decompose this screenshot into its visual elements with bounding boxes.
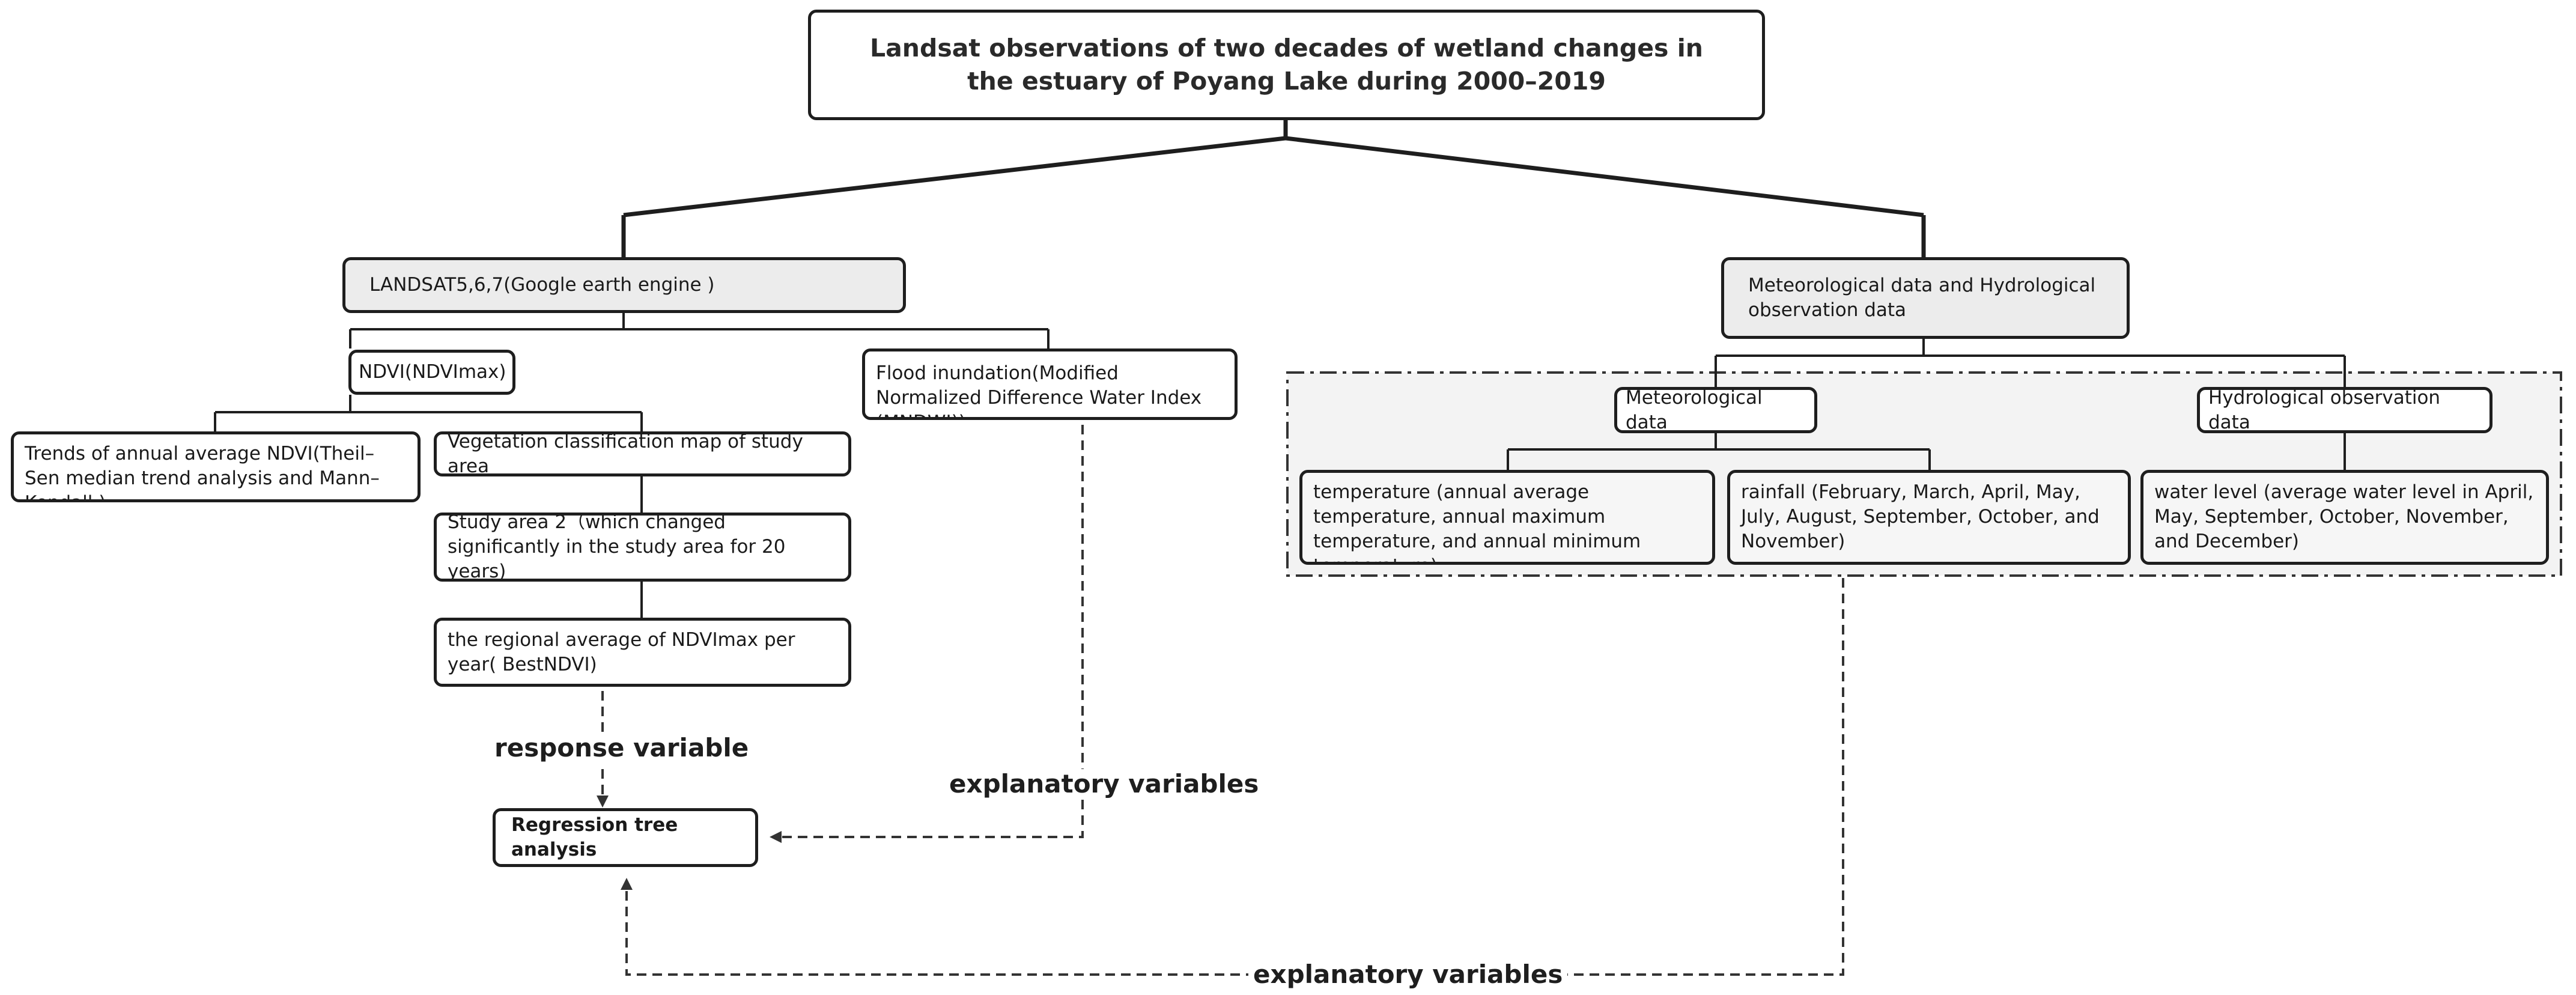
node-met-hydro: Meteorological data and Hydrological obs… bbox=[1721, 257, 2130, 339]
node-trends: Trends of annual average NDVI(Theil–Sen … bbox=[11, 431, 421, 502]
node-meteorological: Meteorological data bbox=[1614, 387, 1817, 433]
title-split-connector bbox=[621, 120, 1926, 257]
node-landsat: LANDSAT5,6,7(Google earth engine ) bbox=[342, 257, 906, 313]
diagram-title-text: Landsat observations of two decades of w… bbox=[870, 34, 1703, 96]
node-rainfall: rainfall (February, March, April, May, J… bbox=[1727, 470, 2131, 565]
node-regression-tree: Regression tree analysis bbox=[493, 808, 758, 867]
data-explanatory-arrow bbox=[621, 578, 1844, 976]
node-study-area: Study area 2（which changed significantly… bbox=[434, 513, 851, 582]
node-met-hydro-text: Meteorological data and Hydrological obs… bbox=[1748, 275, 2096, 321]
node-vegetation-map: Vegetation classification map of study a… bbox=[434, 431, 851, 476]
node-landsat-text: LANDSAT5,6,7(Google earth engine ) bbox=[369, 274, 715, 296]
node-meteorological-text: Meteorological data bbox=[1626, 387, 1763, 433]
node-regional-average: the regional average of NDVImax per year… bbox=[434, 618, 851, 687]
node-flood-text: Flood inundation(Modified Normalized Dif… bbox=[876, 362, 1202, 417]
dashed-arrows bbox=[597, 425, 1844, 976]
node-vegetation-map-text: Vegetation classification map of study a… bbox=[448, 431, 803, 476]
label-explanatory-variables-flood: explanatory variables bbox=[944, 769, 1264, 799]
node-study-area-text: Study area 2（which changed significantly… bbox=[448, 513, 786, 582]
node-trends-text: Trends of annual average NDVI(Theil–Sen … bbox=[25, 443, 380, 499]
node-water-level: water level (average water level in Apri… bbox=[2140, 470, 2549, 565]
node-water-level-text: water level (average water level in Apri… bbox=[2154, 481, 2534, 552]
diagram-title: Landsat observations of two decades of w… bbox=[808, 10, 1765, 120]
node-regression-tree-text: Regression tree analysis bbox=[511, 814, 678, 860]
ndvi-branch-connector bbox=[214, 395, 643, 618]
met-hydro-branch-connector bbox=[1507, 339, 2346, 470]
node-rainfall-text: rainfall (February, March, April, May, J… bbox=[1741, 481, 2100, 552]
node-flood: Flood inundation(Modified Normalized Dif… bbox=[862, 348, 1238, 420]
label-explanatory-variables-data: explanatory variables bbox=[1248, 960, 1568, 990]
node-hydrological-text: Hydrological observation data bbox=[2208, 387, 2441, 433]
label-response-variable: response variable bbox=[490, 733, 754, 763]
node-temperature: temperature (annual average temperature,… bbox=[1299, 470, 1715, 565]
node-ndvi-text: NDVI(NDVImax) bbox=[359, 361, 506, 383]
node-ndvi: NDVI(NDVImax) bbox=[348, 350, 515, 395]
node-temperature-text: temperature (annual average temperature,… bbox=[1313, 481, 1641, 562]
landsat-branch-connector bbox=[349, 313, 1050, 348]
flood-explanatory-arrow bbox=[770, 425, 1084, 843]
node-hydrological: Hydrological observation data bbox=[2197, 387, 2492, 433]
node-regional-average-text: the regional average of NDVImax per year… bbox=[448, 628, 795, 675]
